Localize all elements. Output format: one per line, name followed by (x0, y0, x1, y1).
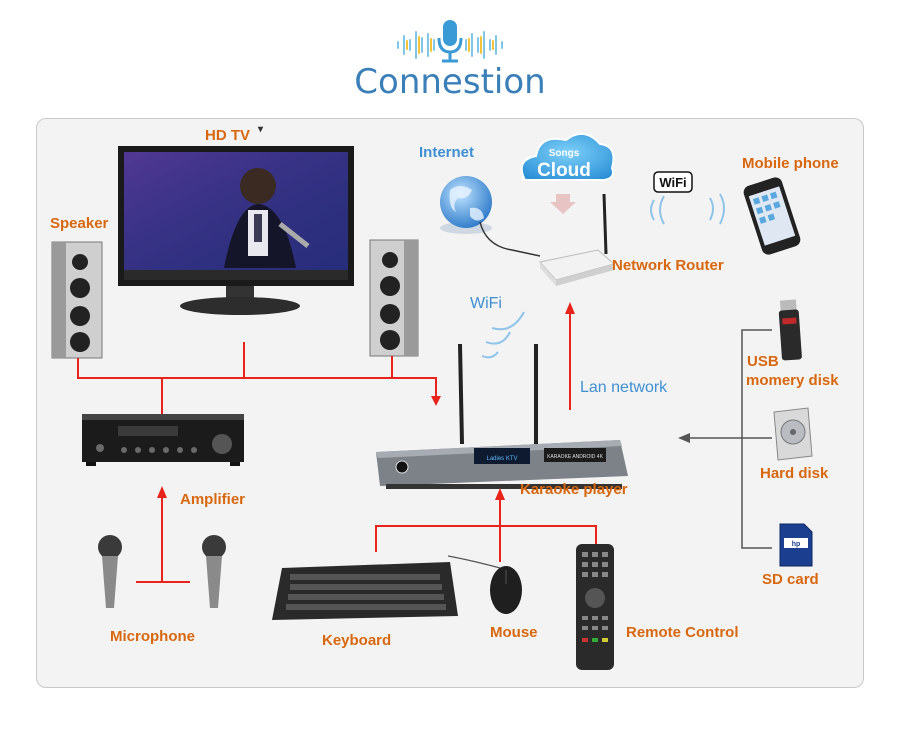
speaker-left (51, 241, 103, 359)
speaker-right (369, 239, 419, 357)
microphone-left-icon (98, 535, 122, 608)
microphone-right-icon (202, 535, 226, 608)
cloud-label-bottom: Cloud (537, 160, 591, 181)
internet-label: Internet (419, 144, 475, 161)
network-router-icon (539, 193, 616, 286)
karaoke-player-icon: Ladies KTV KARAOKE ANDROID 4K (376, 343, 628, 489)
internet-globe-icon (440, 176, 492, 234)
hard-disk-label: Hard disk (760, 465, 829, 482)
amplifier-icon (82, 414, 244, 466)
microphone-label: Microphone (110, 628, 195, 645)
microphone-connector (136, 486, 190, 583)
storage-connectors (688, 329, 772, 549)
wifi-badge-icon: WiFi (653, 171, 693, 193)
usb-label-line1: USB (747, 353, 779, 370)
input-connectors (375, 488, 597, 562)
tv-dot: ▾ (258, 124, 264, 135)
player-screen-text: KARAOKE ANDROID 4K (547, 454, 604, 460)
mobile-phone-icon (743, 177, 801, 255)
network-router-label: Network Router (612, 257, 724, 274)
sd-card-icon: hp (779, 523, 813, 567)
cloud-label-top: Songs (549, 148, 580, 159)
microphone-soundwave-icon (390, 14, 510, 64)
hd-tv-label: HD TV (205, 127, 250, 144)
mouse-icon (447, 555, 522, 614)
hd-tv (118, 146, 354, 315)
usb-label-line2: momery disk (746, 372, 839, 389)
keyboard-label: Keyboard (322, 632, 392, 649)
svg-text:hp: hp (792, 541, 801, 548)
wifi-waves-phone (650, 193, 725, 225)
wifi-badge-text: WiFi (659, 175, 686, 190)
lan-network-label: Lan network (580, 379, 668, 396)
lan-arrow (565, 302, 575, 410)
player-brand-text: Ladies KTV (486, 456, 517, 462)
hard-disk-icon (773, 407, 813, 461)
speaker-label: Speaker (50, 215, 109, 232)
page-title: Connestion (354, 62, 546, 102)
mobile-phone-label: Mobile phone (742, 155, 839, 172)
wifi-label: WiFi (470, 295, 502, 312)
amplifier-label: Amplifier (180, 491, 246, 508)
wifi-waves-player (481, 311, 525, 359)
sd-card-label: SD card (762, 571, 819, 588)
mouse-label: Mouse (490, 624, 538, 641)
usb-disk-icon (778, 299, 802, 361)
keyboard-icon (272, 562, 458, 620)
audio-connectors (77, 342, 437, 414)
karaoke-player-label: Karaoke player (520, 481, 628, 498)
remote-control-label: Remote Control (626, 624, 739, 641)
remote-control-icon (576, 544, 614, 670)
songs-cloud-icon: Songs Cloud (520, 133, 615, 181)
